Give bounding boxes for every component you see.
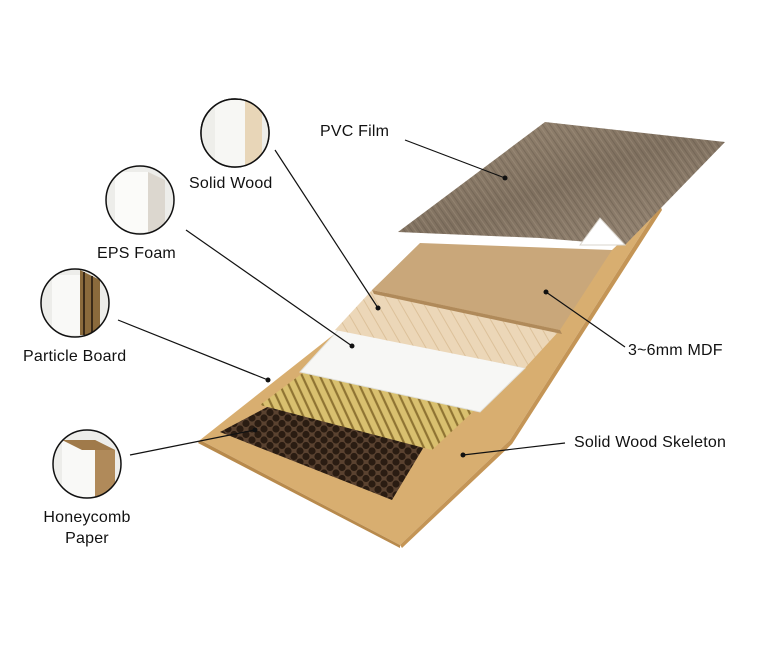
label-honeycomb-paper: Honeycomb Paper	[43, 509, 131, 547]
mdf-layer	[372, 243, 612, 330]
label-eps-foam: EPS Foam	[97, 245, 176, 262]
particle-board-layer	[260, 360, 480, 450]
solid-wood-zoom	[200, 98, 270, 168]
honeycomb-paper-zoom	[52, 429, 122, 499]
label-particle-board: Particle Board	[23, 348, 127, 365]
eps-foam-zoom	[105, 165, 175, 235]
honeycomb-layer	[220, 395, 425, 500]
label-pvc-film: PVC Film	[320, 123, 390, 140]
particle-board-zoom	[40, 268, 110, 338]
leader-lines	[117, 139, 626, 456]
solid-wood-layer	[335, 290, 560, 368]
pvc-film-layer	[398, 122, 725, 246]
label-solid-wood: Solid Wood	[189, 175, 273, 192]
label-solid-wood-skeleton: Solid Wood Skeleton	[574, 434, 727, 451]
label-mdf: 3~6mm MDF	[628, 342, 723, 359]
